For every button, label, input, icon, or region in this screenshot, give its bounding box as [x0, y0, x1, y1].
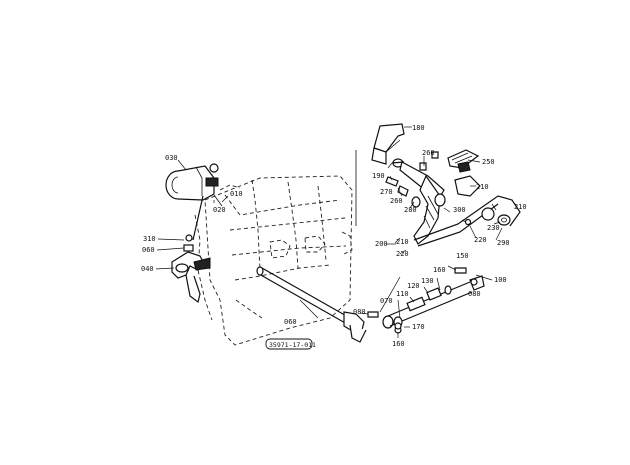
part-280-bushing — [411, 196, 421, 208]
part-050-bushing — [183, 244, 194, 252]
callout-130: 130 — [421, 277, 434, 285]
callout-080-left: 080 — [353, 308, 366, 316]
callout-230: 230 — [487, 224, 500, 232]
part-150-pin — [454, 267, 467, 274]
linkage-rod-assembly — [382, 275, 485, 334]
callout-160-upper: 160 — [433, 266, 446, 274]
callout-210-b: 210 — [514, 203, 527, 211]
callout-160-lower: 160 — [392, 340, 405, 348]
callout-070: 070 — [380, 297, 393, 305]
callout-labels: 030 020 010 310 060 040 060 080 070 110 … — [141, 124, 527, 348]
callout-060: 060 — [284, 318, 297, 326]
part-020-rod — [192, 195, 204, 241]
callout-260-mid: 260 — [390, 197, 403, 205]
part-080-washer-right — [470, 278, 478, 286]
callout-200: 200 — [375, 240, 388, 248]
part-250-pedal-pad — [447, 149, 480, 173]
part-200-pedal-arm — [399, 161, 521, 247]
callout-190: 190 — [372, 172, 385, 180]
callout-220-right: 220 — [474, 236, 487, 244]
callout-310: 310 — [143, 235, 156, 243]
part-010-bolt — [213, 194, 223, 207]
callout-300: 300 — [453, 206, 466, 214]
part-310-pin — [185, 234, 193, 242]
callout-250: 250 — [482, 158, 495, 166]
transmission-housing — [194, 175, 353, 346]
callout-080-right: 080 — [468, 290, 481, 298]
part-180-bracket — [371, 123, 405, 168]
part-190-pin — [385, 176, 399, 187]
callout-280: 280 — [404, 206, 417, 214]
part-170-washer — [394, 322, 402, 330]
part-060-shaft — [256, 266, 367, 343]
callout-020: 020 — [213, 206, 226, 214]
callout-050: 060 — [142, 246, 155, 254]
callout-030: 030 — [165, 154, 178, 162]
callout-220-left: 220 — [396, 250, 409, 258]
callout-180: 180 — [412, 124, 425, 132]
part-030-cylinder — [165, 163, 219, 201]
callout-010: 010 — [230, 190, 243, 198]
callout-270: 270 — [380, 188, 393, 196]
callout-170: 170 — [412, 323, 425, 331]
figure-code: 35971-17-011 — [269, 341, 316, 349]
callout-110: 110 — [396, 290, 409, 298]
callout-150: 150 — [456, 252, 469, 260]
part-040-shift-fork — [171, 251, 211, 304]
part-260b-pin — [431, 151, 439, 159]
callout-100: 100 — [494, 276, 507, 284]
callout-120: 120 — [407, 282, 420, 290]
part-260-bolt — [419, 162, 427, 171]
callout-290: 290 — [497, 239, 510, 247]
leader-lines — [155, 126, 503, 338]
callout-040: 040 — [141, 265, 154, 273]
callout-210-a: 210 — [476, 183, 489, 191]
callout-260-top: 260 — [422, 149, 435, 157]
part-080-pin-left — [367, 311, 379, 318]
figure-code-box: 35971-17-011 — [265, 338, 316, 350]
callout-210-c: 210 — [396, 238, 409, 246]
